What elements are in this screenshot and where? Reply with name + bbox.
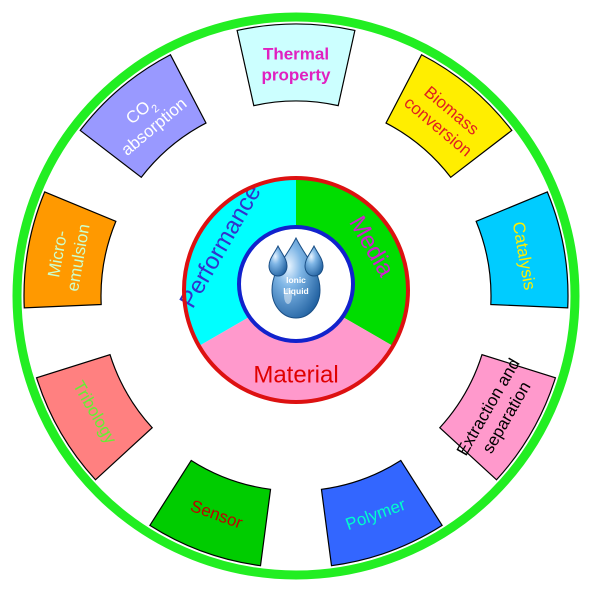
segment-tribology: Tribology [35,353,154,481]
segment-extraction-and-separation: Extraction andseparation [438,353,557,481]
segment-micro-emulsion: Micro-emulsion [23,191,117,309]
segment-polymer: Polymer [320,459,443,567]
center-badge: Ionic Liquid [237,225,355,343]
drop-label-line2: Liquid [283,286,309,296]
core-sector-label: Material [253,361,338,388]
segment-shape [320,459,443,567]
segment-shape [79,53,207,179]
segment-shape [385,53,513,179]
segment-shape [149,459,272,567]
segment-sensor: Sensor [149,459,272,567]
core-sector-shape [199,290,393,402]
segment-shape [23,191,117,309]
drop-label-line1: Ionic [286,275,306,285]
segment-shape [475,191,569,309]
segment-shape [35,353,154,481]
segment-biomass-conversion: Biomassconversion [385,53,513,179]
core-sector-material: Material [199,290,393,402]
core-ring [182,176,410,404]
segment-shape [236,23,356,107]
segment-co2-absorption: CO2absorption [79,53,207,179]
water-drop-icon [268,236,324,319]
segment-shape [438,353,557,481]
segment-catalysis: Catalysis [475,191,569,309]
